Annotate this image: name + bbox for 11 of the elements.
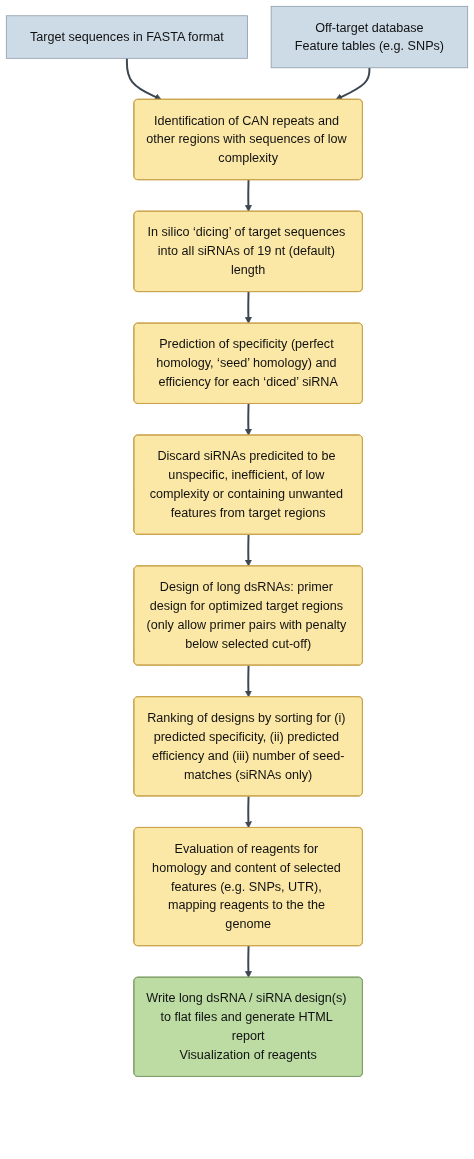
arrow: [244, 533, 252, 567]
arrow: [244, 291, 252, 324]
arrow: [244, 402, 252, 436]
arrow: [125, 57, 162, 101]
arrow: [244, 664, 252, 698]
arrow: [335, 66, 371, 101]
arrow: [244, 795, 252, 829]
arrow: [244, 179, 252, 212]
arrow: [244, 945, 252, 978]
node-box: Off-target database Feature tables (e.g. SNPs): [270, 5, 469, 69]
node-box: Target sequences in FASTA format: [5, 15, 248, 59]
